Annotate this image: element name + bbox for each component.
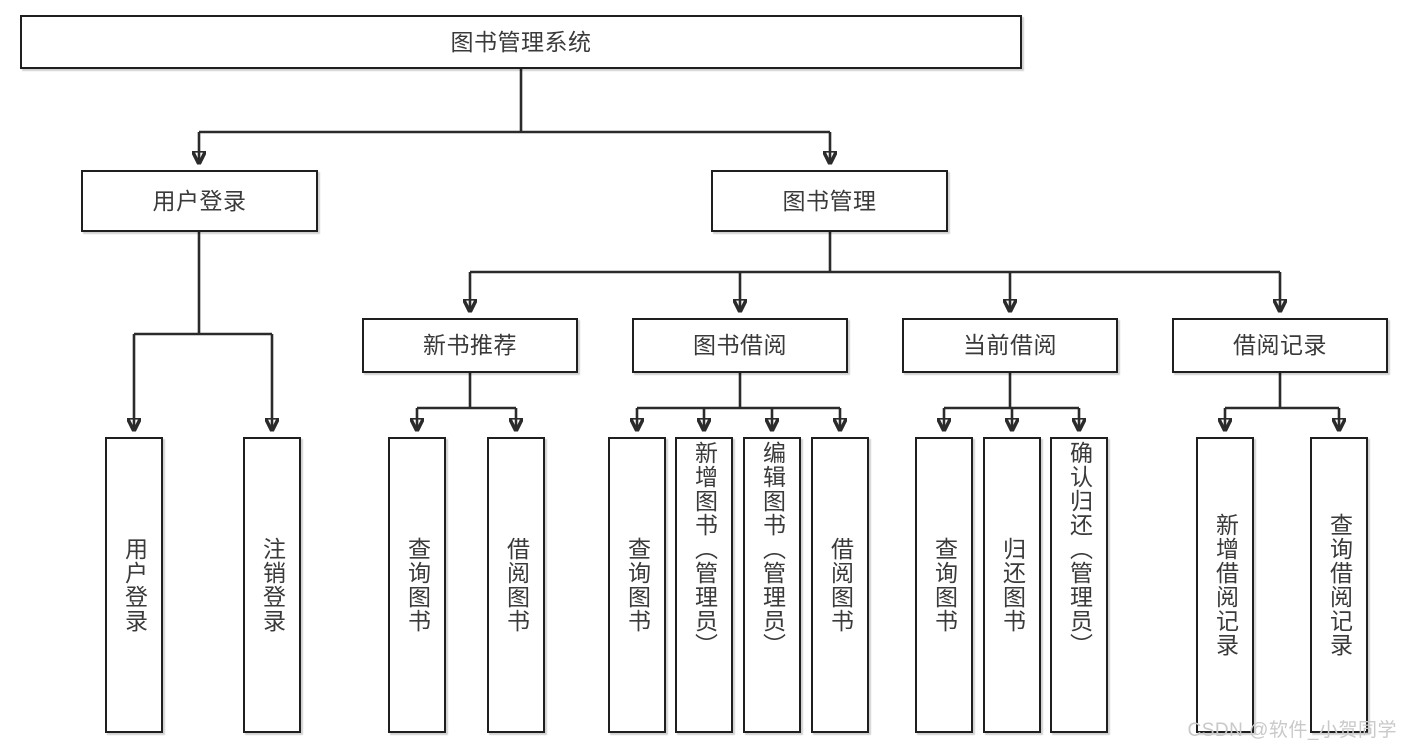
node-user-login-label: 用户登录 [152, 187, 247, 214]
node-book-borrow-label: 图书借阅 [693, 332, 787, 359]
leaf-add-book-label: 新增图书（管理员） [691, 441, 718, 657]
leaf-query-book-1[interactable]: 查询图书 [388, 437, 446, 733]
node-new-book-recommend[interactable]: 新书推荐 [362, 318, 578, 373]
leaf-confirm-return-label: 确认归还（管理员） [1066, 441, 1093, 657]
node-current-borrow-label: 当前借阅 [963, 332, 1057, 359]
node-root-label: 图书管理系统 [450, 28, 592, 55]
node-borrow-record-label: 借阅记录 [1233, 332, 1327, 359]
node-current-borrow[interactable]: 当前借阅 [902, 318, 1118, 373]
leaf-user-login-label: 用户登录 [121, 537, 148, 633]
leaf-user-logout-label: 注销登录 [259, 537, 286, 633]
leaf-query-book-3-label: 查询图书 [931, 537, 958, 633]
node-book-manage-label: 图书管理 [782, 187, 877, 214]
node-book-borrow[interactable]: 图书借阅 [632, 318, 848, 373]
leaf-return-book[interactable]: 归还图书 [983, 437, 1041, 733]
node-book-manage[interactable]: 图书管理 [711, 170, 948, 232]
leaf-query-book-1-label: 查询图书 [404, 537, 431, 633]
leaf-user-login[interactable]: 用户登录 [105, 437, 163, 733]
leaf-query-book-3[interactable]: 查询图书 [915, 437, 973, 733]
leaf-query-book-2[interactable]: 查询图书 [608, 437, 666, 733]
leaf-query-book-2-label: 查询图书 [624, 537, 651, 633]
leaf-borrow-book-2[interactable]: 借阅图书 [811, 437, 869, 733]
leaf-confirm-return[interactable]: 确认归还（管理员） [1050, 437, 1108, 733]
leaf-edit-book-label: 编辑图书（管理员） [759, 441, 786, 657]
leaf-borrow-book-2-label: 借阅图书 [827, 537, 854, 633]
leaf-query-record-label: 查询借阅记录 [1326, 513, 1353, 657]
node-root[interactable]: 图书管理系统 [20, 15, 1022, 69]
node-borrow-record[interactable]: 借阅记录 [1172, 318, 1388, 373]
leaf-borrow-book-1[interactable]: 借阅图书 [487, 437, 545, 733]
leaf-borrow-book-1-label: 借阅图书 [503, 537, 530, 633]
leaf-query-record[interactable]: 查询借阅记录 [1310, 437, 1368, 733]
node-user-login[interactable]: 用户登录 [81, 170, 318, 232]
leaf-edit-book[interactable]: 编辑图书（管理员） [743, 437, 801, 733]
leaf-return-book-label: 归还图书 [999, 537, 1026, 633]
node-new-book-recommend-label: 新书推荐 [423, 332, 517, 359]
watermark: CSDN @软件_小贺同学 [1187, 720, 1397, 741]
leaf-add-record-label: 新增借阅记录 [1212, 513, 1239, 657]
leaf-add-record[interactable]: 新增借阅记录 [1196, 437, 1254, 733]
leaf-user-logout[interactable]: 注销登录 [243, 437, 301, 733]
leaf-add-book[interactable]: 新增图书（管理员） [675, 437, 733, 733]
